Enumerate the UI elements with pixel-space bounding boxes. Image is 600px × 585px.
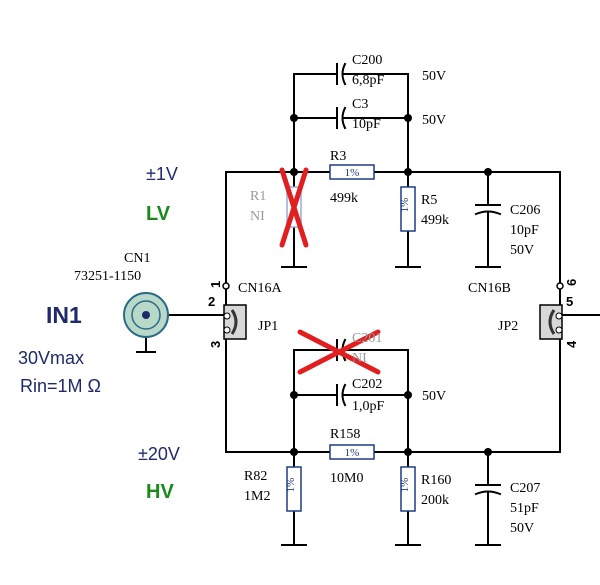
jumper-jp2 bbox=[539, 304, 563, 340]
connector-pins bbox=[222, 282, 564, 290]
pin-6: 6 bbox=[564, 279, 579, 286]
not-installed-cross-r1 bbox=[279, 167, 309, 248]
pin-1: 1 bbox=[208, 281, 223, 288]
resistor-r158: 1% bbox=[329, 444, 375, 460]
cn16b-label: CN16B bbox=[468, 281, 511, 296]
bnc-connector-icon bbox=[123, 292, 169, 338]
not-installed-cross-c201 bbox=[297, 329, 381, 375]
r160-ref: R160 bbox=[421, 473, 451, 488]
c202-ref: C202 bbox=[352, 377, 382, 392]
r3-value: 499k bbox=[330, 191, 358, 206]
resistor-r82: 1% bbox=[285, 466, 302, 512]
lv-wires bbox=[225, 73, 561, 313]
pin-5: 5 bbox=[566, 294, 573, 309]
c207-rating: 50V bbox=[510, 521, 534, 536]
c202-value: 1,0pF bbox=[352, 399, 385, 414]
c201-value: NI bbox=[352, 351, 367, 366]
capacitor-plates bbox=[336, 62, 502, 496]
c206-value: 10pF bbox=[510, 223, 539, 238]
r82-ref: R82 bbox=[244, 469, 267, 484]
c200-ref: C200 bbox=[352, 53, 382, 68]
resistor-r3: 1% bbox=[329, 164, 375, 180]
cn1-part: 73251-1150 bbox=[74, 269, 141, 284]
r158-ref: R158 bbox=[330, 427, 360, 442]
r1-ref: R1 bbox=[250, 189, 266, 204]
c207-ref: C207 bbox=[510, 481, 540, 496]
c202-rating: 50V bbox=[422, 389, 446, 404]
c3-value: 10pF bbox=[352, 117, 381, 132]
r158-value: 10M0 bbox=[330, 471, 363, 486]
c3-rating: 50V bbox=[422, 113, 446, 128]
svg-text:1%: 1% bbox=[285, 478, 297, 493]
lv-name-label: LV bbox=[146, 203, 171, 225]
r3-ref: R3 bbox=[330, 149, 346, 164]
svg-text:1%: 1% bbox=[345, 167, 360, 179]
input-rating-label: 30Vmax bbox=[18, 348, 84, 368]
svg-text:1%: 1% bbox=[399, 478, 411, 493]
pin-2: 2 bbox=[208, 294, 215, 309]
svg-text:1%: 1% bbox=[399, 198, 411, 213]
hv-wires bbox=[225, 339, 561, 546]
in1-label: IN1 bbox=[46, 302, 82, 328]
svg-text:1%: 1% bbox=[345, 447, 360, 459]
r82-value: 1M2 bbox=[244, 489, 270, 504]
lv-voltage-label: ±1V bbox=[146, 164, 178, 184]
pin-4: 4 bbox=[564, 340, 579, 348]
junction-dots bbox=[290, 114, 492, 456]
c3-ref: C3 bbox=[352, 97, 368, 112]
c207-value: 51pF bbox=[510, 501, 539, 516]
cn1-ref: CN1 bbox=[124, 251, 150, 266]
cn16a-label: CN16A bbox=[238, 281, 282, 296]
c200-value: 6,8pF bbox=[352, 73, 385, 88]
hv-voltage-label: ±20V bbox=[138, 444, 180, 464]
c201-ref: C201 bbox=[352, 331, 382, 346]
jp2-label: JP2 bbox=[498, 319, 518, 334]
r160-value: 200k bbox=[421, 493, 449, 508]
jumper-jp1 bbox=[223, 304, 247, 340]
r5-ref: R5 bbox=[421, 193, 437, 208]
c206-ref: C206 bbox=[510, 203, 540, 218]
c200-rating: 50V bbox=[422, 69, 446, 84]
resistor-r160: 1% bbox=[399, 466, 416, 512]
pin-3: 3 bbox=[208, 341, 223, 348]
jp1-label: JP1 bbox=[258, 319, 278, 334]
c206-rating: 50V bbox=[510, 243, 534, 258]
r1-value: NI bbox=[250, 209, 265, 224]
input-impedance-label: Rin=1M Ω bbox=[20, 376, 101, 396]
r5-value: 499k bbox=[421, 213, 449, 228]
resistor-r5: 1% bbox=[399, 186, 416, 232]
hv-name-label: HV bbox=[146, 481, 174, 503]
